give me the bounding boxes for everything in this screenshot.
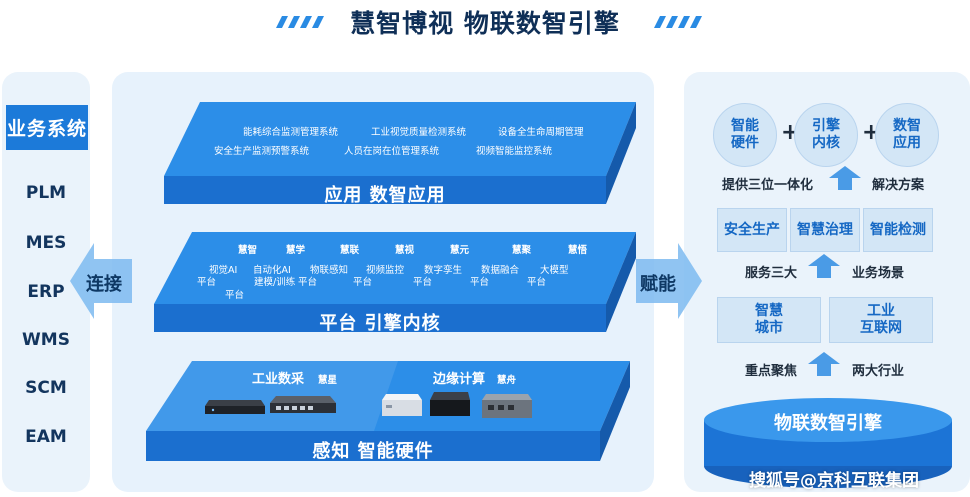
platform-product-6: 慧聚	[512, 245, 532, 256]
platform-cap-6: 数据融合	[481, 265, 520, 276]
platform-cap-5: 数字孪生	[424, 265, 463, 276]
switch-device-icon	[270, 396, 336, 413]
app-system-1: 能耗综合监测管理系统	[243, 127, 339, 138]
platform-layer-title: 平台 引擎内核	[319, 313, 441, 334]
circle-smart-app: 数智 应用	[875, 103, 939, 167]
platform-product-4: 慧视	[395, 245, 415, 256]
biz-item-erp: ERP	[27, 282, 65, 302]
connect-label: 连接	[86, 274, 122, 295]
up-arrow-icon	[808, 254, 840, 278]
industrial-collect-label: 工业数采	[252, 372, 305, 387]
empower-label: 赋能	[640, 274, 676, 295]
industry-smart-city: 智慧 城市	[717, 297, 821, 343]
platform-layer-slab	[154, 232, 636, 332]
platform-sub-2: 建模/训练	[254, 277, 296, 288]
serve-text-left: 服务三大	[745, 266, 798, 281]
scene-smart-governance: 智慧治理	[790, 208, 860, 252]
page-title: 慧智博视 物联数智引擎	[350, 9, 620, 38]
platform-product-1: 慧智	[238, 245, 258, 256]
edge-gateway-icon	[482, 394, 532, 418]
focus-text-right: 两大行业	[852, 364, 905, 379]
engine-label: 物联数智引擎	[774, 413, 882, 434]
app-system-3: 设备全生命周期管理	[498, 127, 584, 138]
provide-text-right: 解决方案	[872, 178, 925, 193]
platform-product-5: 慧元	[450, 245, 470, 256]
serve-text-right: 业务场景	[852, 266, 905, 281]
platform-sub-7: 平台	[527, 277, 547, 288]
watermark: 搜狐号@京科互联集团	[749, 471, 919, 491]
engine-cylinder	[704, 398, 952, 488]
industry-industrial-internet: 工业 互联网	[829, 297, 933, 343]
connect-arrow	[70, 243, 132, 319]
platform-cap-1: 视觉AI	[209, 265, 238, 276]
title-right-decoration	[654, 16, 702, 28]
platform-cap-4: 视频监控	[366, 265, 405, 276]
up-arrow-icon	[829, 166, 861, 190]
edge-compute-brand: 慧舟	[497, 375, 517, 386]
biz-item-plm: PLM	[25, 183, 67, 203]
platform-sub-1: 平台	[197, 277, 217, 288]
scene-smart-inspection: 智能检测	[863, 208, 933, 252]
app-layer-title: 应用 数智应用	[324, 185, 446, 206]
platform-sub-5: 平台	[413, 277, 433, 288]
app-layer-slab	[164, 102, 636, 204]
platform-sub-6: 平台	[470, 277, 490, 288]
edge-box-white-icon	[382, 394, 422, 416]
biz-item-scm: SCM	[25, 378, 67, 398]
biz-item-mes: MES	[25, 233, 67, 253]
circle-smart-hardware: 智能 硬件	[713, 103, 777, 167]
platform-sub-3: 平台	[298, 277, 318, 288]
hardware-layer-title: 感知 智能硬件	[312, 441, 434, 462]
app-system-2: 工业视觉质量检测系统	[371, 127, 467, 138]
empower-arrow	[636, 243, 702, 319]
edge-compute-label: 边缘计算	[433, 372, 486, 387]
platform-cap-2: 自动化AI	[253, 265, 291, 276]
focus-text-left: 重点聚焦	[745, 364, 798, 379]
provide-text-left: 提供三位一体化	[722, 178, 814, 193]
edge-box-black-icon	[430, 392, 470, 416]
title-left-decoration	[276, 16, 324, 28]
gateway-device-icon	[205, 400, 265, 414]
industrial-collect-brand: 慧星	[318, 375, 338, 386]
app-system-6: 视频智能监控系统	[476, 146, 553, 157]
platform-product-3: 慧联	[340, 245, 360, 256]
app-system-4: 安全生产监测预警系统	[214, 146, 310, 157]
biz-item-eam: EAM	[25, 427, 67, 447]
platform-cap-3: 物联感知	[310, 265, 349, 276]
platform-product-2: 慧学	[286, 245, 306, 256]
scene-safety-production: 安全生产	[717, 208, 787, 252]
up-arrow-icon	[808, 352, 840, 376]
biz-item-wms: WMS	[22, 330, 70, 350]
platform-product-7: 慧悟	[568, 245, 588, 256]
circle-engine-kernel: 引擎 内核	[794, 103, 858, 167]
platform-sub-4: 平台	[353, 277, 373, 288]
platform-sub-8: 平台	[225, 290, 245, 301]
business-system-header: 业务系统	[6, 105, 88, 150]
app-system-5: 人员在岗在位管理系统	[344, 146, 440, 157]
platform-cap-7: 大模型	[540, 265, 569, 276]
